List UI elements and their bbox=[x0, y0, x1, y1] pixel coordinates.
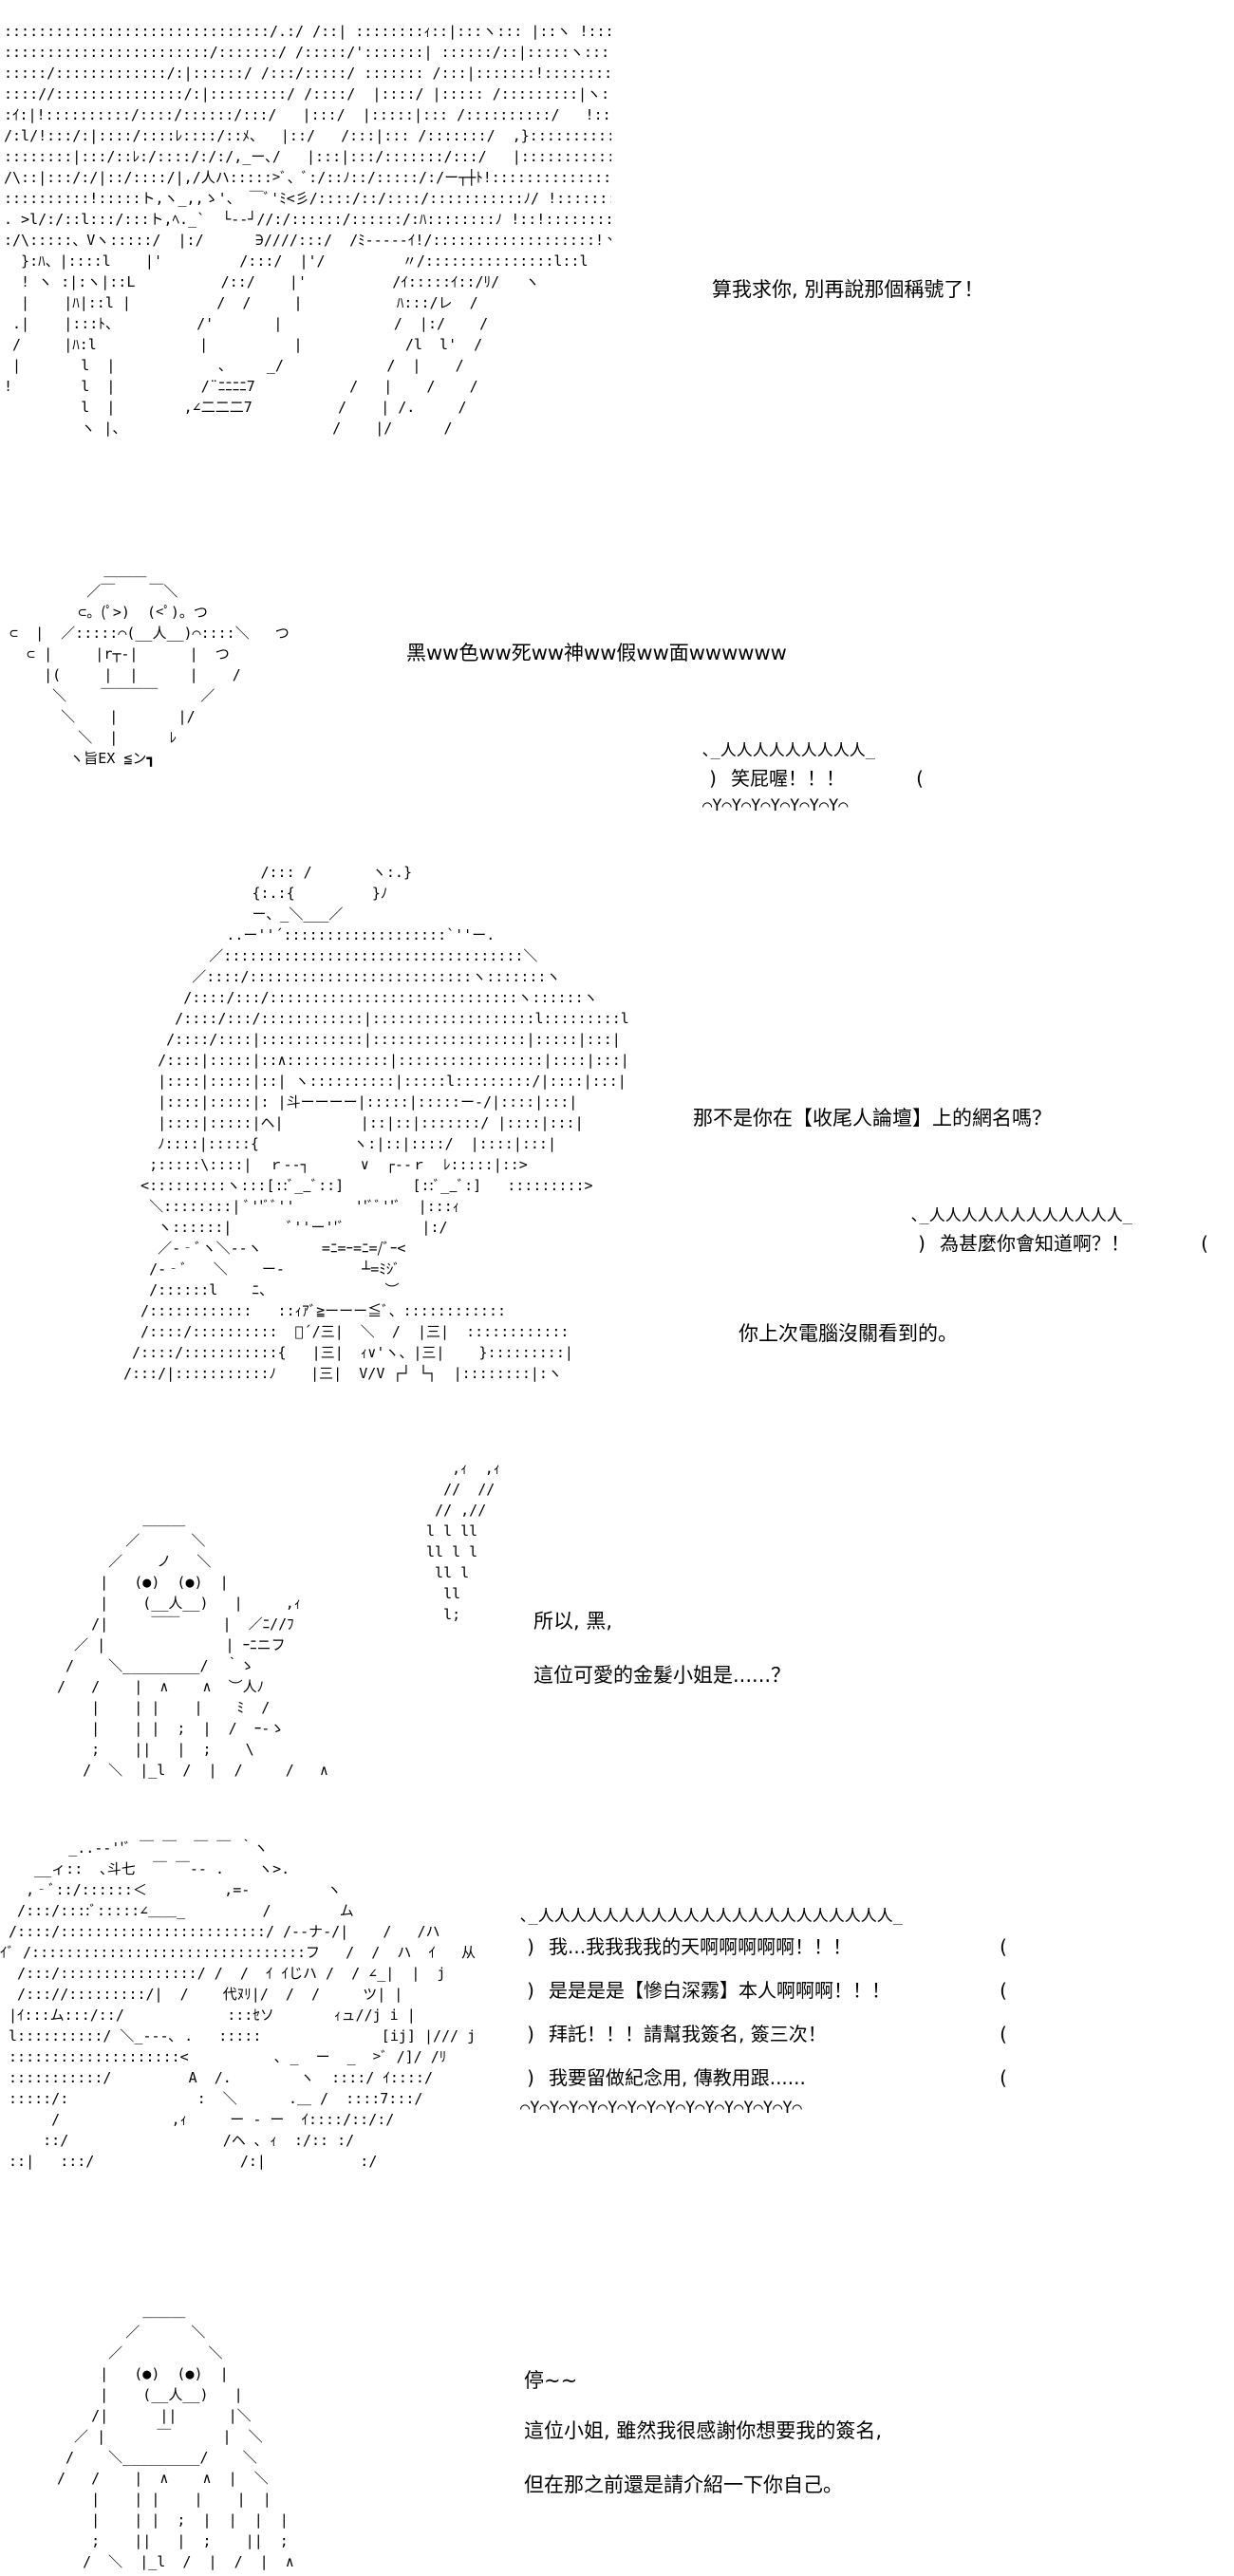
panel-1-line-1: 算我求你, 別再說那個稱號了！ bbox=[712, 278, 984, 301]
round-man-smoking-art: ＿＿＿ ／ ＼ ／ ノ ＼ | (●) (●) | | (__人__) | ,ｨ… bbox=[57, 1511, 328, 1779]
panel-5-speech-bubble: ､_人人人人人人人人人人人人人人人人人人人人人人_ ) 我...我我我我的天啊啊… bbox=[520, 1908, 1014, 2117]
bubble-text-4: 我要留做紀念用, 傳教用跟...... bbox=[549, 2066, 806, 2089]
bubble-bottom-edge: ⌒Y⌒Y⌒Y⌒Y⌒Y⌒Y⌒Y⌒ bbox=[702, 797, 849, 814]
bubble-bottom-edge: ⌒Y⌒Y⌒Y⌒Y⌒Y⌒Y⌒Y⌒Y⌒Y⌒Y⌒Y⌒Y⌒Y⌒Y⌒ bbox=[520, 2100, 802, 2117]
panel-4-line-2: 這位可愛的金髮小姐是......？ bbox=[533, 1664, 792, 1687]
panel-4-line-1: 所以, 黑, bbox=[533, 1610, 613, 1633]
panel-3-line-after: 你上次電腦沒關看到的。 bbox=[739, 1322, 958, 1345]
panel-6-line-2: 這位小姐, 雖然我很感謝你想要我的簽名, bbox=[524, 2419, 883, 2442]
panel-3-speech-bubble: ､_人人人人人人人人人人人人_ ) 為甚麼你會知道啊？！ ( bbox=[911, 1207, 1215, 1262]
bubble-text-1: 我...我我我我的天啊啊啊啊啊！！！ bbox=[549, 1935, 852, 1958]
bubble-text-3: 拜託！！！請幫我簽名, 簽三次！ bbox=[549, 2023, 827, 2045]
blonde-girl-face-art: /::: / ヽ:.} {:.:{ }ﾉ ー、_＼___／ ..ー''´::::… bbox=[123, 864, 629, 1382]
bubble-top-edge: ､_人人人人人人人人人_ bbox=[702, 742, 875, 759]
panel-6-line-1: 停~~ bbox=[524, 2369, 578, 2392]
panel-2: ＿＿＿ ／￣ ￣＼ ⊂。(ﾟ>) (<ﾟ)。つ ⊂ | ／:::::⌒(__人_… bbox=[0, 532, 1234, 816]
panel-3: /::: / ヽ:.} {:.:{ }ﾉ ー、_＼___／ ..ー''´::::… bbox=[0, 835, 1234, 1443]
panel-2-shout: 黑ww色ww死ww神ww假ww面wwwwww bbox=[406, 642, 787, 664]
round-man-art: ＿＿＿ ／ ＼ ／ ＼ | (●) (●) | | (__人__) | /| |… bbox=[57, 2303, 294, 2570]
bubble-line-2: ) 是是是是【慘白深霧】本人啊啊啊！！！ ( bbox=[520, 1969, 1014, 2012]
panel-5: _..-‐''ﾞ ￣ ￣ ￣ ￣ ｀ヽ __ィ:: ､斗七 ￣ ￣‐- . ヽ>… bbox=[0, 1803, 1234, 2202]
panel-1: :::::::::::::::::::::::::::::::/.:/ /::|… bbox=[0, 0, 1234, 532]
laughing-bear-art: ＿＿＿ ／￣ ￣＼ ⊂。(ﾟ>) (<ﾟ)。つ ⊂ | ／:::::⌒(__人_… bbox=[9, 562, 290, 767]
bubble-text: 笑屁喔！！！ bbox=[731, 767, 845, 790]
excited-girl-art: _..-‐''ﾞ ￣ ￣ ￣ ￣ ｀ヽ __ィ:: ､斗七 ￣ ￣‐- . ヽ>… bbox=[0, 1839, 477, 2170]
cigarette-smoke-art: ,ｨ ,ｨ // // // ,// l l ll ll l l ll l ll… bbox=[426, 1460, 501, 1623]
bubble-text: 為甚麼你會知道啊？！ bbox=[940, 1232, 1130, 1255]
panel-3-line-1: 那不是你在【收尾人論壇】上的網名嗎？ bbox=[693, 1107, 1052, 1129]
bubble-text-2: 是是是是【慘白深霧】本人啊啊啊！！！ bbox=[549, 1979, 890, 2002]
bubble-line-3: ) 拜託！！！請幫我簽名, 簽三次！ ( bbox=[520, 2012, 1014, 2056]
bubble-line: ) 為甚麼你會知道啊？！ ( bbox=[911, 1224, 1215, 1262]
panel-2-speech-bubble: ､_人人人人人人人人人_ ) 笑屁喔！！！ ( ⌒Y⌒Y⌒Y⌒Y⌒Y⌒Y⌒Y⌒ bbox=[702, 742, 930, 814]
panel-6: ＿＿＿ ／ ＼ ／ ＼ | (●) (●) | | (__人__) | /| |… bbox=[0, 2278, 1234, 2570]
bubble-line-1: ) 我...我我我我的天啊啊啊啊啊！！！ ( bbox=[520, 1925, 1014, 1969]
bubble-top-edge: ､_人人人人人人人人人人人人人人人人人人人人人人_ bbox=[520, 1908, 903, 1925]
bubble-line-4: ) 我要留做紀念用, 傳教用跟...... ( bbox=[520, 2056, 1014, 2100]
panel-6-line-3: 但在那之前還是請介紹一下你自己。 bbox=[524, 2473, 843, 2496]
panel-4: ＿＿＿ ／ ＼ ／ ノ ＼ | (●) (●) | | (__人__) | ,ｨ… bbox=[0, 1443, 1234, 1803]
bubble-line: ) 笑屁喔！！！ ( bbox=[702, 759, 930, 797]
blonde-girl-hair-art: :::::::::::::::::::::::::::::::/.:/ /::|… bbox=[4, 23, 611, 437]
bubble-top-edge: ､_人人人人人人人人人人人人_ bbox=[911, 1207, 1132, 1224]
